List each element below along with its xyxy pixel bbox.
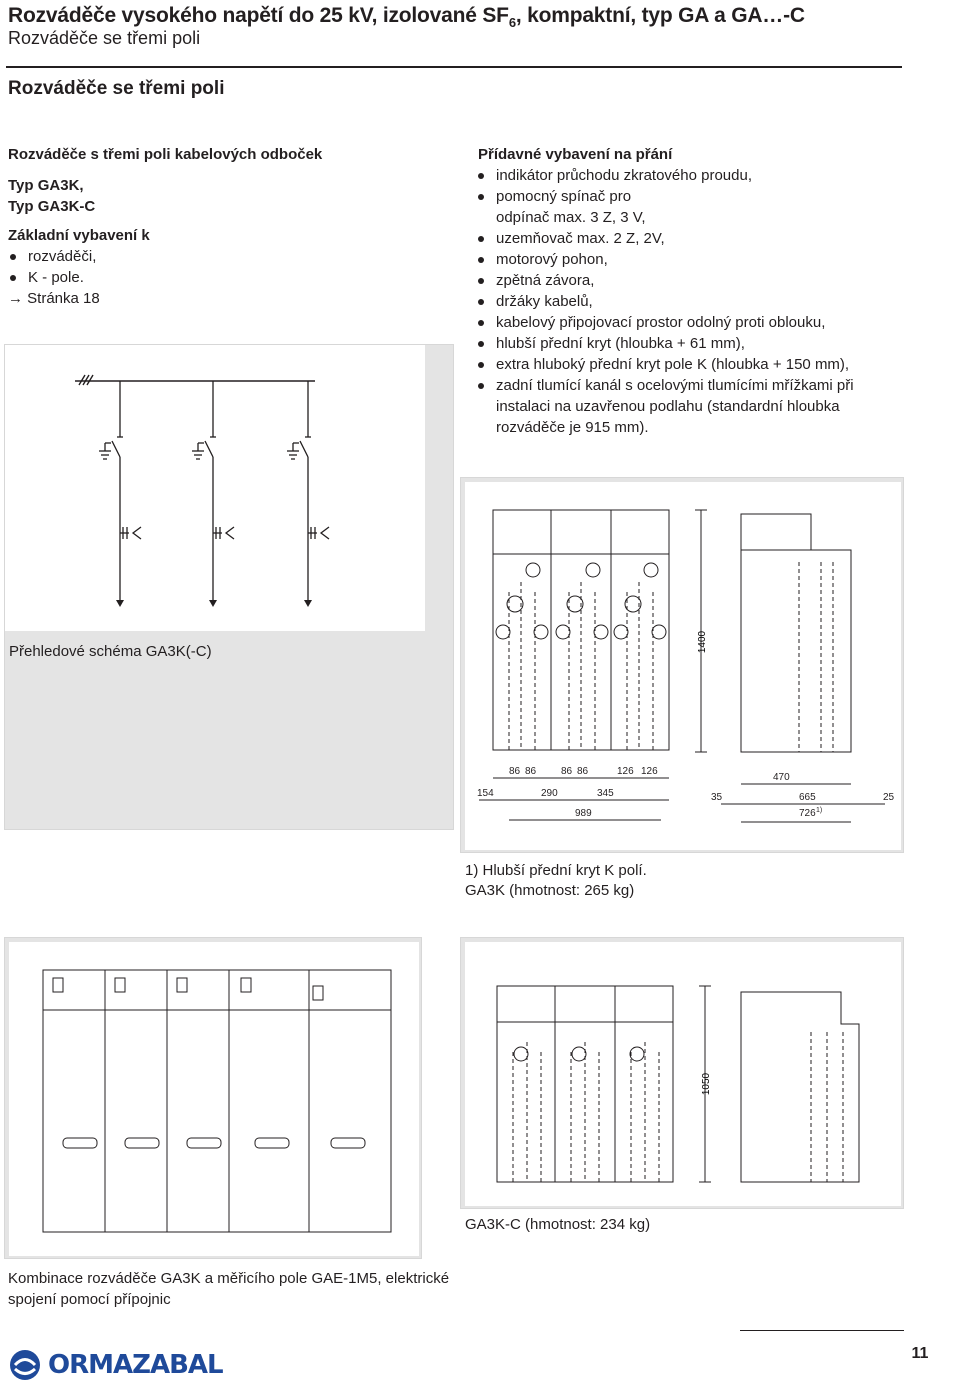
title-part2: , kompaktní, typ GA a GA…-C: [515, 4, 805, 27]
dim-label: 345: [597, 788, 614, 799]
bullet-icon: [478, 173, 484, 179]
dim-label: 126: [641, 766, 658, 777]
page-number: 11: [911, 1345, 929, 1362]
ga3k-caption: GA3K (hmotnost: 265 kg): [465, 882, 635, 899]
dim-label: 726: [799, 808, 816, 819]
type-ga3k: Typ GA3K,: [8, 177, 84, 194]
bullet-icon: [478, 236, 484, 242]
optional-equipment-list: indikátor průchodu zkratového proudu, po…: [476, 165, 854, 438]
ga3k-drawing-panel: 1400 86 86 86 86 126 126 154 290 345 989…: [460, 477, 904, 853]
dim-label: 25: [883, 792, 895, 803]
bullet-icon: [478, 362, 484, 368]
bullet-icon: [478, 194, 484, 200]
schema-diagram: [5, 345, 425, 631]
optional-equipment-heading: Přídavné vybavení na přání: [478, 146, 673, 163]
list-item: kabelový připojovací prostor odolný prot…: [476, 312, 854, 333]
right-text-block: Přídavné vybavení na přání indikátor prů…: [478, 144, 854, 438]
basic-equipment-label: Základní vybavení k: [8, 227, 150, 244]
dim-label: 470: [773, 772, 790, 783]
logo-text: ORMAZABAL: [48, 1350, 224, 1380]
page-title: Rozváděče vysokého napětí do 25 kV, izol…: [8, 4, 805, 30]
page-reference[interactable]: → Stránka 18: [8, 290, 100, 307]
dim-label: 86: [525, 766, 537, 777]
page-subtitle: Rozváděče se třemi poli: [8, 28, 201, 48]
bullet-icon: [478, 257, 484, 263]
list-item: K - pole.: [8, 267, 322, 288]
dim-label: 86: [509, 766, 521, 777]
title-subscript: 6: [508, 15, 516, 31]
combination-drawing: [9, 942, 419, 1256]
bullet-icon: [478, 278, 484, 284]
dim-label: 665: [799, 792, 816, 803]
list-item: indikátor průchodu zkratového proudu,: [476, 165, 854, 186]
type-ga3k-c: Typ GA3K-C: [8, 198, 96, 215]
footer-rule: [740, 1330, 904, 1331]
schema-panel: Přehledové schéma GA3K(-C): [4, 344, 454, 830]
ga3k-c-caption: GA3K-C (hmotnost: 234 kg): [465, 1216, 651, 1233]
list-item: hlubší přední kryt (hloubka + 61 mm),: [476, 333, 854, 354]
list-item: zadní tlumící kanál s ocelovými tlumícím…: [476, 375, 854, 438]
bullet-icon: [10, 275, 16, 281]
list-item: rozváděči,: [8, 246, 322, 267]
ga3k-c-drawing: 1050: [465, 942, 901, 1206]
combination-technical-drawing: [42, 969, 392, 1233]
footnote: 1) Hlubší přední kryt K polí.: [465, 862, 647, 879]
bullet-icon: [478, 341, 484, 347]
left-heading: Rozváděče s třemi poli kabelových odboče…: [8, 146, 323, 163]
combination-caption-line: Kombinace rozváděče GA3K a měřicího pole…: [8, 1270, 450, 1287]
single-line-diagram: [75, 374, 330, 607]
header-rule: [6, 66, 902, 68]
dim-footnote-mark: 1): [816, 807, 822, 814]
title-part1: Rozváděče vysokého napětí do 25 kV, izol…: [8, 4, 509, 27]
combination-caption: Kombinace rozváděče GA3K a měřicího pole…: [8, 1268, 449, 1310]
dim-label: 86: [577, 766, 589, 777]
height-dim-label: 1400: [697, 630, 708, 653]
list-item: extra hluboký přední kryt pole K (hloubk…: [476, 354, 854, 375]
ga3k-technical-drawing: 1400 86 86 86 86 126 126 154 290 345 989…: [477, 509, 895, 823]
combination-panel: [4, 937, 422, 1259]
dim-label: 154: [477, 788, 494, 799]
dim-label: 86: [561, 766, 573, 777]
list-item: držáky kabelů,: [476, 291, 854, 312]
dim-label: 126: [617, 766, 634, 777]
list-item: zpětná závora,: [476, 270, 854, 291]
company-logo: ORMAZABAL: [8, 1348, 224, 1382]
bullet-icon: [478, 383, 484, 389]
ga3k-c-drawing-panel: 1050: [460, 937, 904, 1209]
basic-equipment-list: rozváděči, K - pole.: [8, 246, 322, 288]
section-title: Rozváděče se třemi poli: [8, 78, 225, 99]
ormazabal-logo-icon: [10, 1350, 40, 1380]
ga3k-drawing: 1400 86 86 86 86 126 126 154 290 345 989…: [465, 482, 901, 850]
arrow-right-icon: →: [8, 290, 23, 307]
height-dim-label: 1050: [701, 1072, 712, 1095]
dim-label: 35: [711, 792, 723, 803]
combination-caption-line: spojení pomocí přípojnic: [8, 1291, 171, 1308]
schema-caption: Přehledové schéma GA3K(-C): [9, 643, 212, 660]
dim-label: 290: [541, 788, 558, 799]
list-item: uzemňovač max. 2 Z, 2V,: [476, 228, 854, 249]
ga3k-c-technical-drawing: 1050: [496, 985, 860, 1183]
left-text-block: Rozváděče s třemi poli kabelových odboče…: [8, 144, 322, 309]
list-item: motorový pohon,: [476, 249, 854, 270]
bullet-icon: [478, 320, 484, 326]
dim-label: 989: [575, 808, 592, 819]
bullet-icon: [478, 299, 484, 305]
bullet-icon: [10, 254, 16, 260]
